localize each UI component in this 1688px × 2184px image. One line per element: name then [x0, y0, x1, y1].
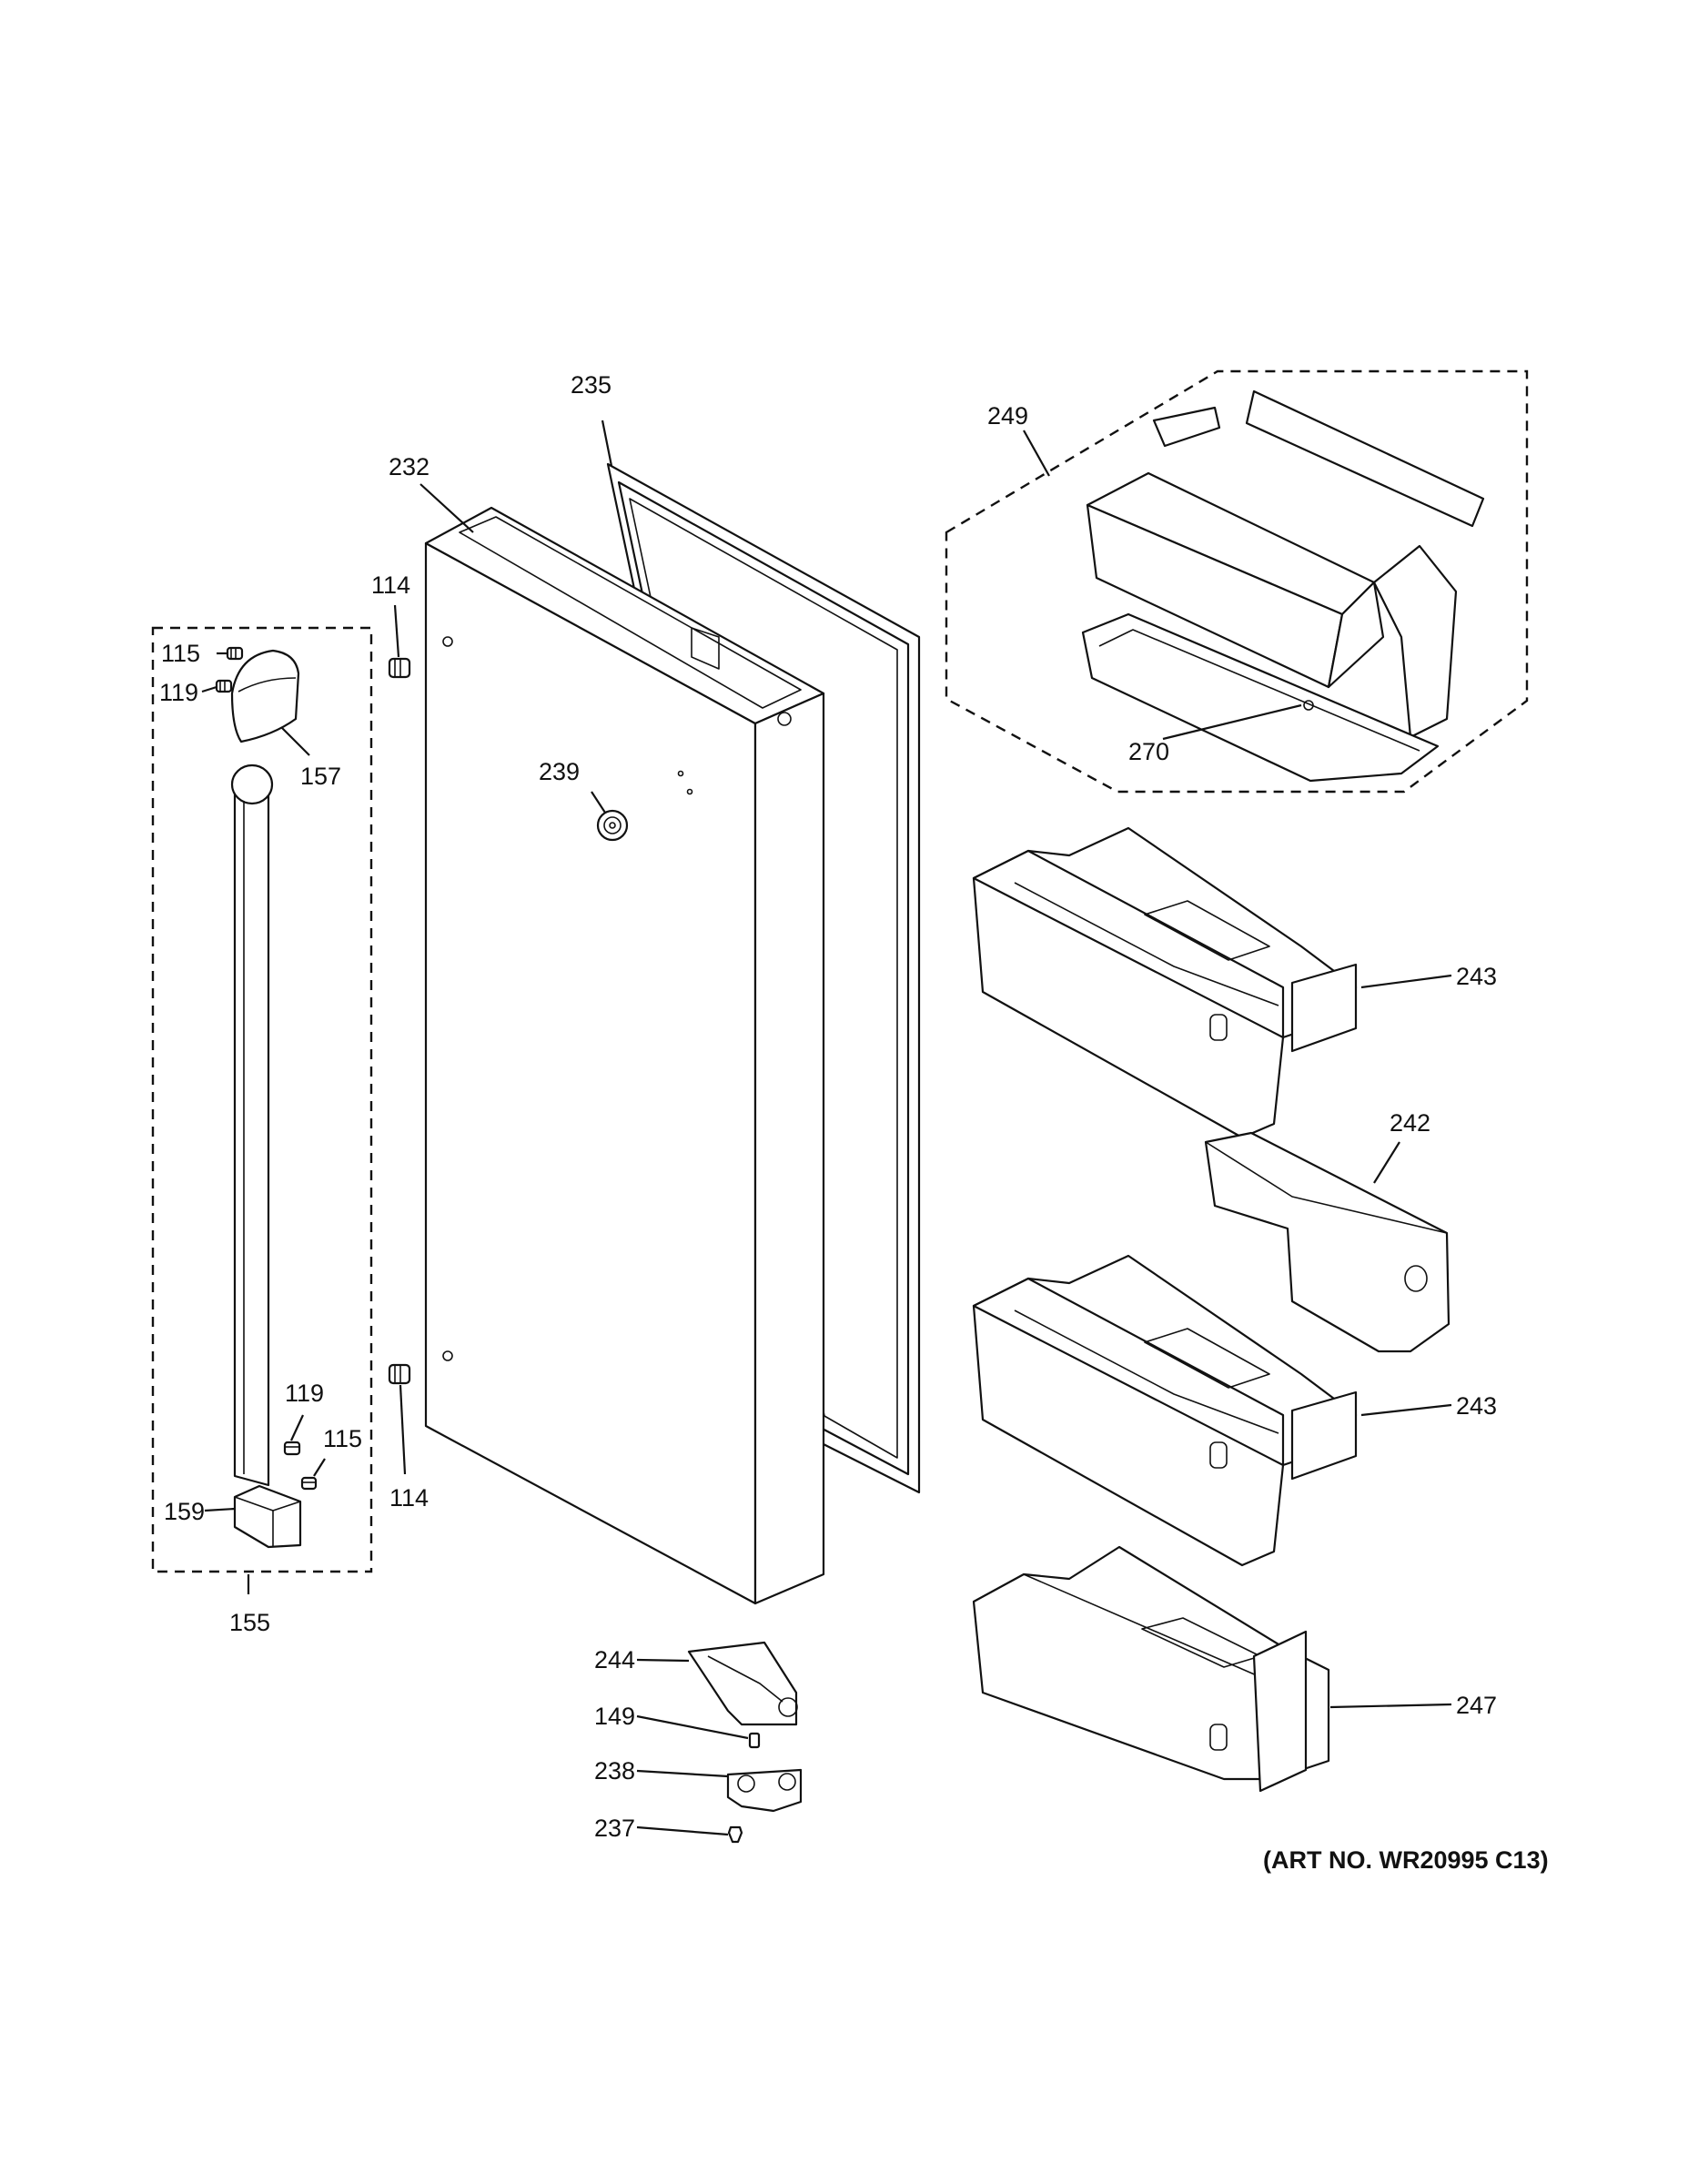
label-155: 155: [229, 1609, 270, 1636]
callout-labels: 115 119 157 114 232 235 239 119 115 159 …: [159, 371, 1549, 1874]
set-screw-119-bottom: [283, 1441, 301, 1456]
label-237: 237: [594, 1815, 635, 1842]
mounting-stud-114-top: [388, 657, 411, 679]
label-157: 157: [300, 763, 341, 790]
label-119-top: 119: [159, 679, 198, 706]
door-hinge: [687, 1641, 798, 1726]
label-270: 270: [1128, 738, 1169, 765]
label-243-bottom: 243: [1456, 1392, 1497, 1420]
label-115-top: 115: [161, 640, 200, 667]
label-114-top: 114: [371, 571, 410, 599]
label-159: 159: [164, 1498, 205, 1525]
door-bin-small: [1204, 1131, 1450, 1353]
set-screw-115-bottom: [300, 1476, 318, 1491]
handle-kit-boundary: [151, 626, 373, 1573]
hinge-bracket-238: [726, 1768, 803, 1813]
hinge-screw-149: [748, 1732, 761, 1749]
handle-bottom-cap: [233, 1484, 302, 1549]
set-screw-119-top: [215, 679, 233, 693]
door-plug: [596, 809, 629, 842]
label-243-top: 243: [1456, 963, 1497, 990]
handle-top-cap: [230, 649, 300, 743]
label-242: 242: [1390, 1109, 1430, 1137]
label-249: 249: [987, 402, 1028, 430]
label-114-bottom: 114: [389, 1484, 429, 1512]
mounting-stud-114-bottom: [388, 1363, 411, 1385]
set-screw-115-top: [226, 646, 244, 661]
label-119-bottom: 119: [285, 1380, 324, 1407]
label-149: 149: [594, 1703, 635, 1730]
hinge-screw-237: [727, 1825, 743, 1844]
label-235: 235: [571, 371, 612, 399]
label-247: 247: [1456, 1692, 1497, 1719]
label-232: 232: [389, 453, 430, 480]
label-239: 239: [539, 758, 580, 785]
label-115-bottom: 115: [323, 1425, 362, 1452]
door-body: [424, 506, 825, 1605]
handle-tube: [230, 763, 274, 1487]
deli-drawer-boundary: [945, 369, 1529, 794]
door-bin-lower: [972, 1254, 1358, 1567]
label-244: 244: [594, 1646, 635, 1673]
deli-drawer: [1081, 389, 1485, 783]
leader-lines: [201, 420, 1452, 1836]
door-bin-247: [972, 1545, 1330, 1793]
label-238: 238: [594, 1757, 635, 1785]
door-bin-upper: [972, 826, 1358, 1139]
art-number: (ART NO. WR20995 C13): [1263, 1846, 1549, 1874]
